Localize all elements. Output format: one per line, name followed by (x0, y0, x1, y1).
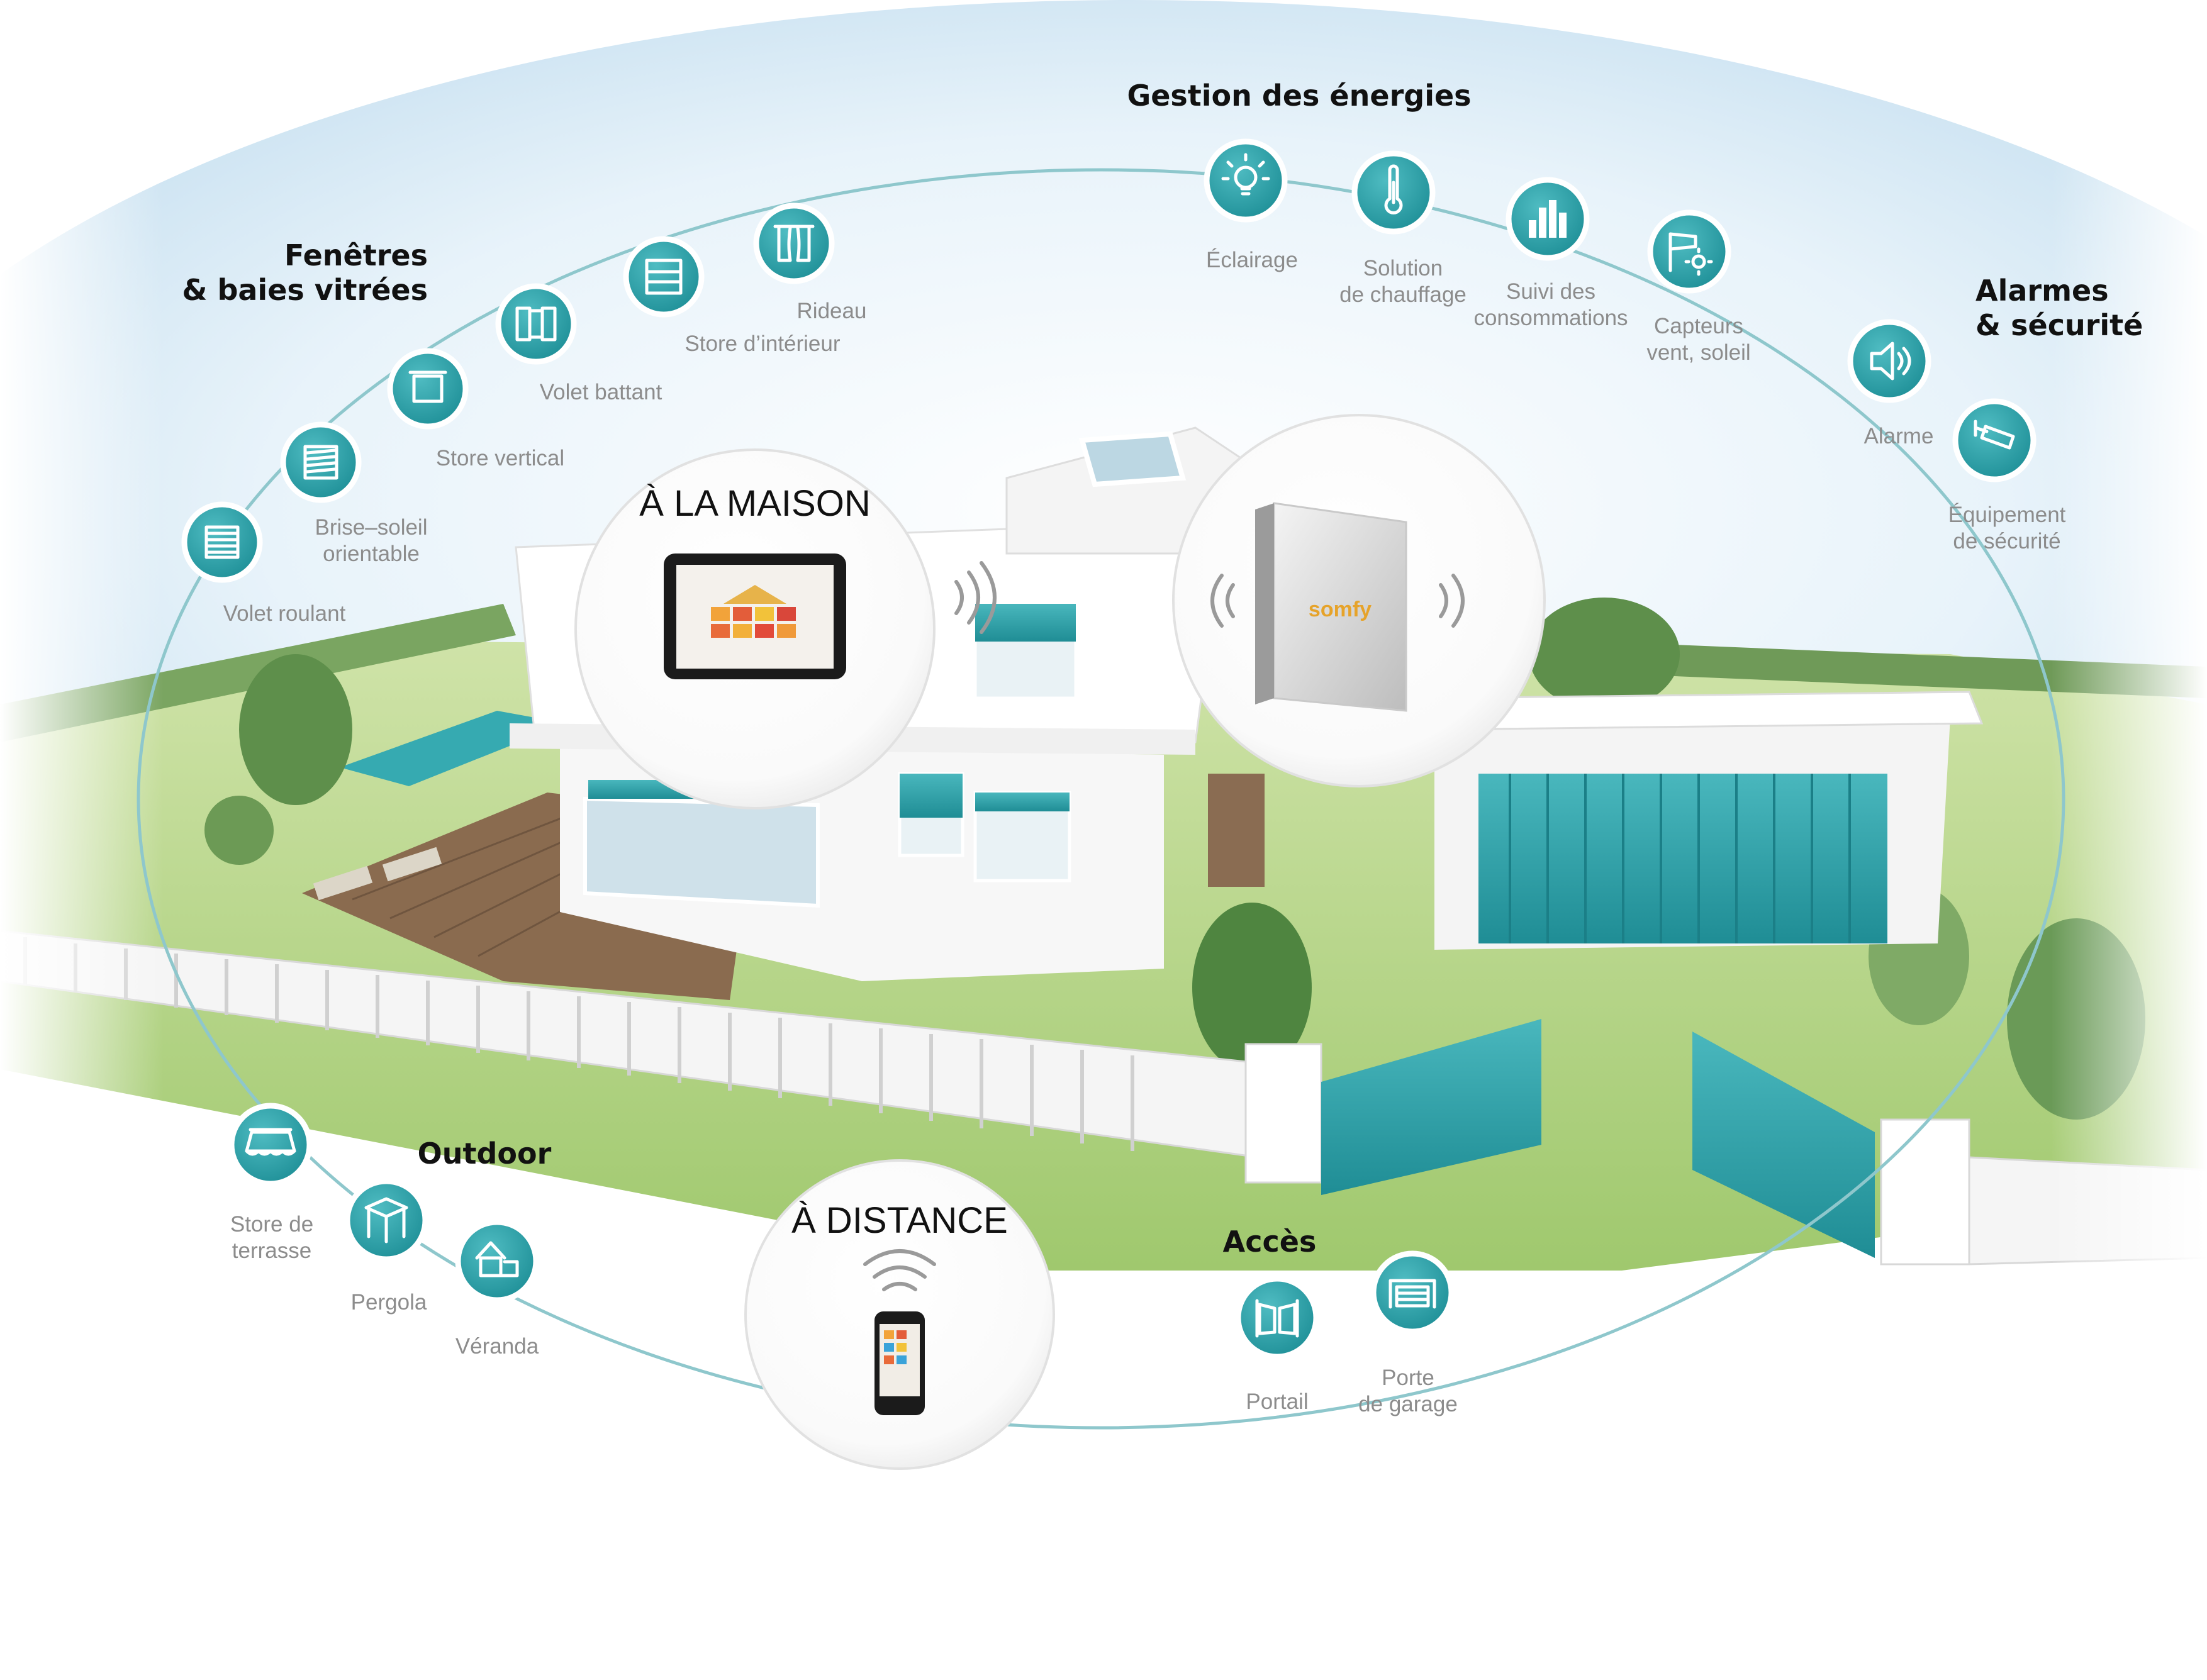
item-volet-roulant[interactable] (181, 501, 263, 583)
label-pergola: Pergola (351, 1290, 427, 1315)
category-fenetres: Fenêtres& baies vitrées (182, 238, 428, 307)
item-store-interieur[interactable] (623, 236, 705, 318)
tablet-device (664, 554, 846, 679)
wireless-signal-icon (954, 561, 997, 634)
bubble-maison-title: À LA MAISON (639, 483, 870, 524)
category-outdoor: Outdoor (418, 1137, 552, 1171)
bar-chart-icon (1529, 200, 1567, 238)
thermometer-icon (1384, 164, 1403, 214)
awning-icon (245, 1128, 296, 1156)
label-store-vertical: Store vertical (436, 446, 564, 470)
label-veranda: Véranda (455, 1334, 539, 1359)
wind-sun-sensor-icon (1668, 232, 1713, 276)
item-portail[interactable] (1235, 1276, 1319, 1360)
label-eclairage: Éclairage (1206, 248, 1298, 272)
speaker-icon (1870, 342, 1911, 381)
item-securite[interactable] (1952, 398, 2037, 482)
category-acces: Accès (1223, 1225, 1317, 1259)
garage (1433, 691, 1984, 950)
somfy-logo: somfy (1309, 598, 1372, 621)
bubble-maison: À LA MAISON (574, 448, 997, 809)
wireless-signal-icon (1210, 574, 1465, 628)
item-store-vertical[interactable] (387, 348, 469, 430)
item-capteurs[interactable] (1647, 209, 1731, 294)
wireless-signal-icon (863, 1249, 936, 1291)
label-volet-roulant: Volet roulant (223, 601, 346, 626)
item-pergola[interactable] (344, 1178, 428, 1262)
connection-ring (137, 168, 2065, 1430)
roller-shutter-icon (204, 525, 240, 559)
item-porte-garage[interactable] (1370, 1250, 1455, 1335)
item-consommations[interactable] (1506, 177, 1590, 261)
light-bulb-icon (1221, 153, 1270, 196)
vertical-blind-icon (408, 370, 447, 403)
item-volet-battant[interactable] (495, 283, 577, 365)
bubble-distance: À DISTANCE (744, 1159, 1055, 1470)
bottom-white (0, 1271, 2207, 1677)
curtain-icon (773, 225, 815, 262)
item-veranda[interactable] (455, 1219, 539, 1303)
gate-icon (1255, 1299, 1299, 1338)
label-alarme: Alarme (1864, 424, 1934, 448)
item-rideau[interactable] (753, 203, 835, 284)
veranda-icon (475, 1241, 519, 1277)
indoor-blind-icon (645, 259, 683, 295)
pergola-icon (364, 1197, 408, 1243)
bubble-somfy-box: somfy (1172, 414, 1546, 787)
camera-icon (1974, 420, 2015, 450)
label-volet-battant: Volet battant (540, 380, 662, 404)
item-brise-soleil[interactable] (280, 421, 362, 503)
bubble-distance-title: À DISTANCE (791, 1200, 1008, 1241)
item-eclairage[interactable] (1204, 138, 1288, 223)
smartphone-device (874, 1311, 925, 1415)
item-chauffage[interactable] (1351, 150, 1436, 235)
category-alarmes: Alarmes& sécurité (1975, 274, 2143, 342)
item-alarme[interactable] (1847, 319, 1931, 403)
item-store-terrasse[interactable] (228, 1103, 313, 1187)
garage-door-icon (1388, 1279, 1436, 1309)
label-store-interieur: Store d’intérieur (684, 331, 840, 356)
category-energies: Gestion des énergies (1127, 79, 1471, 113)
louvre-blind-icon (303, 445, 338, 480)
label-rideau: Rideau (797, 299, 867, 323)
label-portail: Portail (1246, 1389, 1308, 1414)
hinged-shutter-icon (515, 306, 557, 342)
